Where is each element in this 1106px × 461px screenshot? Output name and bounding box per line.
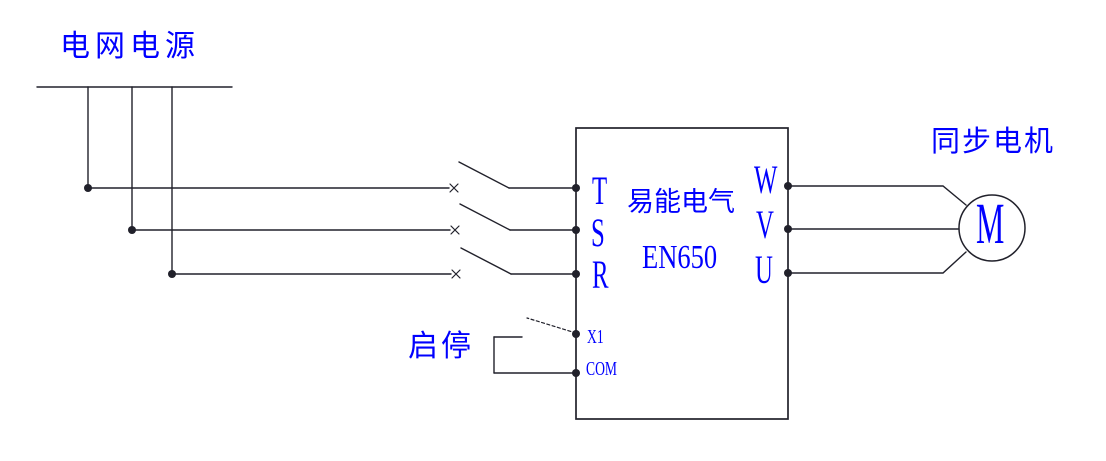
start-stop-label: 启停 xyxy=(408,330,474,363)
terminal-label-t: T xyxy=(592,168,608,213)
terminal-dot-r xyxy=(572,270,580,278)
contact-x-icon xyxy=(451,269,461,279)
switch-blade-s xyxy=(459,203,511,231)
wire-w-to-motor xyxy=(787,185,967,206)
contact-x-icon xyxy=(449,183,459,193)
power-source-label: 电网电源 xyxy=(60,30,200,63)
wire-u-to-motor xyxy=(787,251,967,274)
terminal-dot-s xyxy=(572,226,580,234)
terminal-label-u: U xyxy=(755,247,773,292)
inverter-brand-label: 易能电气 xyxy=(627,187,735,217)
switch-blade-r xyxy=(460,247,512,275)
switch-blade-t xyxy=(458,161,510,189)
terminal-dot-x1 xyxy=(572,330,580,338)
contact-x-icon xyxy=(450,225,460,235)
inverter-model-label: EN650 xyxy=(642,239,718,276)
terminal-label-com: COM xyxy=(586,358,617,380)
motor-name-label: 同步电机 xyxy=(931,126,1056,158)
terminal-label-r: R xyxy=(592,252,609,297)
terminal-label-w: W xyxy=(754,157,778,202)
motor-symbol-label: M xyxy=(976,191,1005,256)
terminal-dot-t xyxy=(572,184,580,192)
terminal-label-s: S xyxy=(591,210,605,255)
control-switch-blade xyxy=(526,317,577,334)
terminal-label-x1: X1 xyxy=(587,326,604,348)
terminal-label-v: V xyxy=(756,202,774,247)
motor-circle xyxy=(958,194,1026,262)
